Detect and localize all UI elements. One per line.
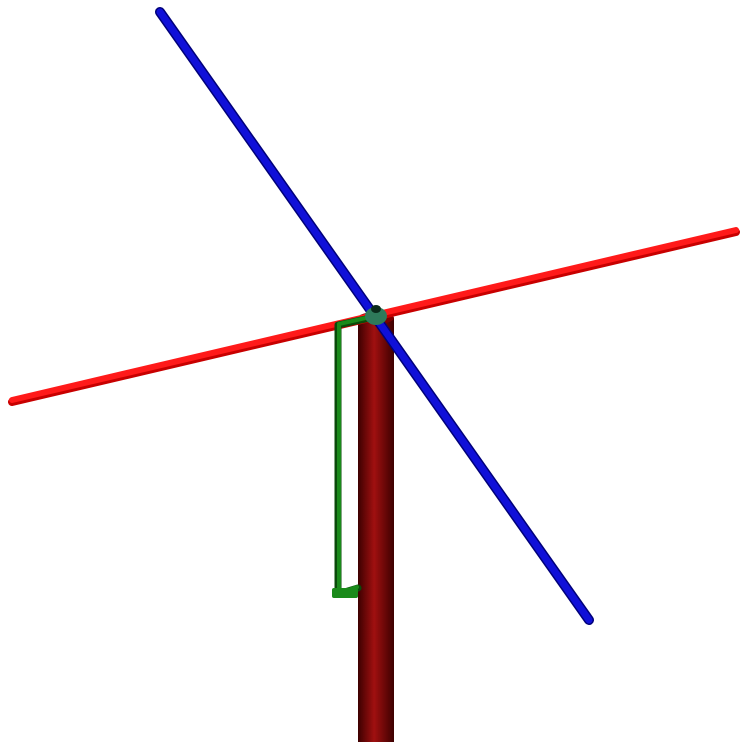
green-feed-foot — [332, 588, 358, 598]
mast — [358, 312, 394, 742]
hub-cap-inner — [371, 305, 381, 313]
mast-body — [358, 318, 394, 742]
green-feed-line — [332, 314, 374, 598]
hub-cap — [365, 305, 387, 325]
hub-cap-outer — [365, 307, 387, 325]
